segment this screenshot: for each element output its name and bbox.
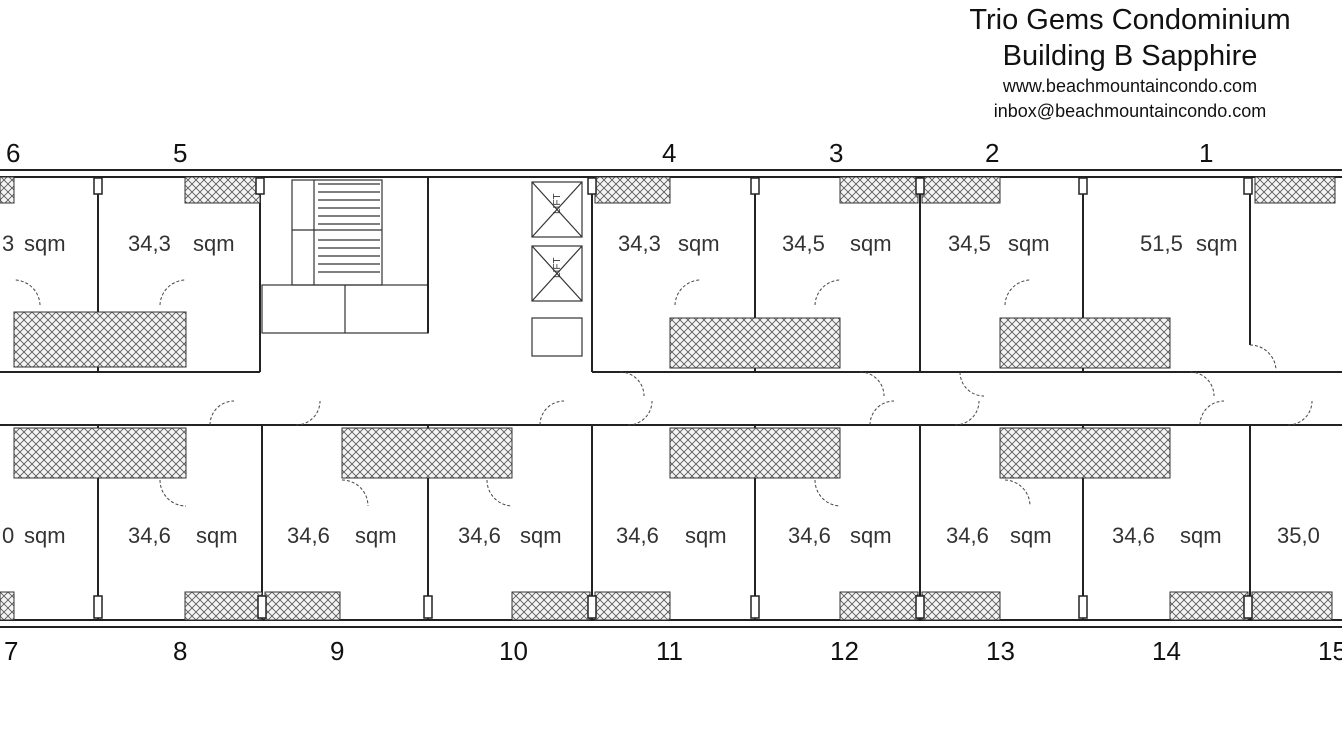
unit-number-11: 11 [656,636,683,666]
unit-number-2: 2 [985,138,999,168]
unit-area-4-unit: sqm [678,231,720,256]
website-text: www.beachmountaincondo.com [1002,76,1258,96]
email-text: inbox@beachmountaincondo.com [993,101,1267,121]
columns [93,177,1253,619]
lift-shafts: LIFT LIFT [531,181,583,357]
unit-area-13-unit: sqm [1010,523,1052,548]
unit-number-4: 4 [662,138,676,168]
unit-area-5-unit: sqm [193,231,235,256]
unit-area-12: 34,6 [788,523,831,548]
unit-area-10: 34,6 [458,523,501,548]
unit-area-11: 34,6 [616,523,659,548]
unit-number-14: 14 [1152,636,1181,666]
outer-walls [0,169,1342,628]
bottom-unit-areas: 0 sqm 34,6 sqm 34,6 sqm 34,6 sqm 34,6 sq… [2,523,1320,548]
unit-area-15: 35,0 [1277,523,1320,548]
unit-number-10: 10 [499,636,528,666]
top-unit-numbers: 6 5 4 3 2 1 [6,138,1213,168]
unit-area-12-unit: sqm [850,523,892,548]
top-balconies [0,176,1336,204]
building-subtitle: Building B Sapphire [1002,40,1258,72]
unit-area-7-unit: sqm [24,523,66,548]
unit-number-6: 6 [6,138,20,168]
unit-number-15: 15 [1318,636,1342,666]
unit-area-6: 3 [2,231,14,256]
unit-number-5: 5 [173,138,187,168]
unit-area-1: 51,5 [1140,231,1183,256]
unit-number-8: 8 [173,636,187,666]
unit-area-9: 34,6 [287,523,330,548]
unit-area-14-unit: sqm [1180,523,1222,548]
unit-area-3-unit: sqm [850,231,892,256]
unit-area-5: 34,3 [128,231,171,256]
lift-label-1: LIFT [552,193,563,214]
unit-area-1-unit: sqm [1196,231,1238,256]
door-swings [13,279,1313,507]
unit-number-13: 13 [986,636,1015,666]
unit-area-13: 34,6 [946,523,989,548]
top-unit-areas: 3 sqm 34,3 sqm 34,3 sqm 34,5 sqm 34,5 sq… [2,231,1238,256]
unit-number-1: 1 [1199,138,1213,168]
unit-area-11-unit: sqm [685,523,727,548]
unit-area-8: 34,6 [128,523,171,548]
staircase [261,177,429,334]
unit-area-6-unit: sqm [24,231,66,256]
building-title: Trio Gems Condominium [969,4,1291,36]
unit-area-7: 0 [2,523,14,548]
lift-label-2: LIFT [552,257,563,278]
unit-number-9: 9 [330,636,344,666]
bottom-balconies [0,591,1333,621]
bottom-bathrooms [13,427,1171,479]
unit-area-2-unit: sqm [1008,231,1050,256]
unit-area-3: 34,5 [782,231,825,256]
unit-number-12: 12 [830,636,859,666]
bottom-unit-numbers: 7 8 9 10 11 12 13 14 15 [4,636,1342,666]
unit-area-14: 34,6 [1112,523,1155,548]
unit-area-8-unit: sqm [196,523,238,548]
unit-area-2: 34,5 [948,231,991,256]
unit-number-3: 3 [829,138,843,168]
plan-header: Trio Gems Condominium Building B Sapphir… [920,0,1340,124]
unit-area-4: 34,3 [618,231,661,256]
top-bathrooms [13,311,1171,369]
unit-area-9-unit: sqm [355,523,397,548]
unit-number-7: 7 [4,636,18,666]
unit-area-10-unit: sqm [520,523,562,548]
